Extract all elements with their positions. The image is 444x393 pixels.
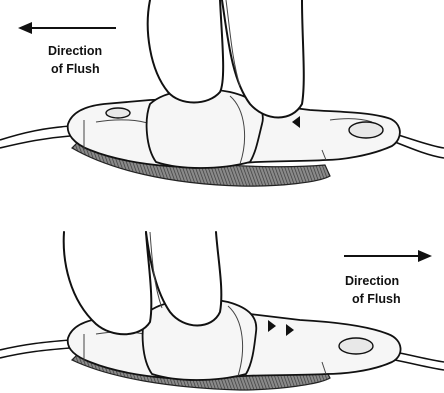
finger-left bbox=[148, 0, 223, 103]
direction-label-line1: Direction bbox=[345, 274, 399, 288]
right-bulb bbox=[349, 122, 383, 138]
tubing-left bbox=[0, 126, 70, 148]
direction-label-line2: of Flush bbox=[352, 292, 401, 306]
tubing-right bbox=[395, 352, 444, 370]
direction-arrow-left bbox=[18, 22, 116, 34]
top-panel: Direction of Flush bbox=[0, 0, 444, 186]
direction-label-line1: Direction bbox=[48, 44, 102, 58]
tubing-left bbox=[0, 340, 70, 358]
direction-label-line2: of Flush bbox=[51, 62, 100, 76]
bottom-panel: Direction of Flush bbox=[0, 232, 444, 390]
left-bulb bbox=[106, 108, 130, 118]
finger-left bbox=[64, 232, 152, 334]
tubing-right bbox=[395, 134, 444, 158]
direction-arrow-right bbox=[344, 250, 432, 262]
right-bulb bbox=[339, 338, 373, 354]
